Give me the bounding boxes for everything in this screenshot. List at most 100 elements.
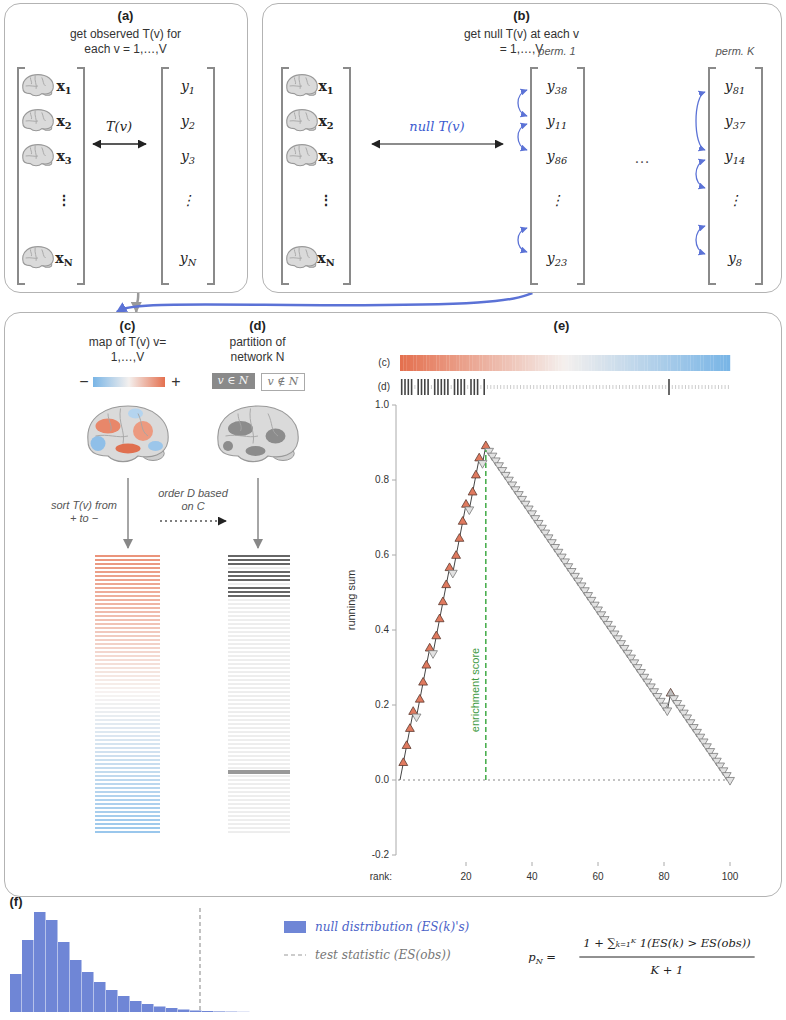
- network-membership: [228, 575, 290, 577]
- legend-line: [284, 954, 306, 955]
- miss-tick: [570, 385, 571, 389]
- rank-color: [509, 355, 513, 371]
- network-membership: [228, 752, 290, 753]
- null-histogram-bar: [118, 996, 130, 1012]
- miss-tick: [593, 385, 594, 389]
- subscript: 2: [327, 120, 334, 131]
- network-membership: [228, 756, 290, 757]
- miss-tick: [487, 385, 488, 389]
- miss-tick: [573, 385, 574, 389]
- network-membership: [228, 828, 290, 829]
- sort-arrow: [127, 478, 129, 548]
- running-sum-line: [400, 446, 730, 780]
- drawing-part: [26, 146, 46, 159]
- miss-tick: [523, 385, 524, 389]
- network-membership: [228, 604, 290, 605]
- y-tick: [392, 405, 396, 406]
- rank-color: [549, 355, 553, 371]
- miss-tick: [642, 385, 643, 389]
- hit-tick: [668, 379, 670, 395]
- miss-tick: [629, 385, 630, 389]
- sorted-value: [95, 759, 160, 761]
- drawing-part: [226, 409, 279, 444]
- x-tick: [532, 862, 533, 866]
- miss-tick: [599, 385, 600, 389]
- network-membership: [228, 764, 290, 765]
- null-histogram-bar: [166, 1008, 178, 1012]
- drawing-part: [287, 110, 318, 131]
- running-sum-marker: [425, 643, 434, 651]
- hit-tick: [411, 379, 413, 395]
- null-association-arrow: [372, 143, 503, 144]
- permutation-swap: [696, 92, 705, 150]
- rank-color: [535, 355, 539, 371]
- tick-label: 0.0: [375, 774, 389, 786]
- hit-tick: [417, 379, 419, 395]
- rank-color: [704, 355, 708, 371]
- rank-color: [585, 355, 589, 371]
- permutation-swap: [696, 160, 705, 188]
- rank-color: [694, 355, 698, 371]
- vector-entry: y86: [547, 148, 567, 165]
- network-membership: [228, 748, 290, 749]
- subscript: 3: [327, 155, 334, 166]
- formula: K + 1: [651, 964, 684, 978]
- drawing-part: [287, 145, 318, 166]
- rank-color: [618, 355, 622, 371]
- hit-tick: [404, 379, 406, 395]
- key-text: v ∉ N: [268, 375, 299, 389]
- network-membership: [228, 684, 290, 685]
- subscript: 1: [65, 85, 72, 96]
- network-membership: [228, 724, 290, 725]
- network-membership: [228, 808, 290, 809]
- miss-tick: [619, 385, 620, 389]
- vector-entry: ⋮: [728, 192, 742, 209]
- network-membership: [228, 632, 290, 633]
- vector-entry: y23: [547, 250, 567, 267]
- miss-tick: [708, 385, 709, 389]
- drawing-part: [26, 248, 46, 261]
- miss-tick: [695, 385, 696, 389]
- null-histogram-bar: [238, 1011, 250, 1012]
- rank-color: [433, 355, 437, 371]
- rank-color: [400, 355, 404, 371]
- colorbar-end: +: [171, 372, 180, 391]
- null-histogram-bar: [10, 974, 22, 1012]
- miss-tick: [662, 385, 663, 389]
- drawing-part: [88, 406, 168, 462]
- drawing-part: [133, 421, 153, 441]
- sorted-value: [95, 647, 160, 649]
- miss-tick: [537, 385, 538, 389]
- miss-tick: [527, 385, 528, 389]
- miss-tick: [490, 385, 491, 389]
- network-membership: [228, 656, 290, 657]
- brain-icon: [23, 145, 54, 166]
- drawing-part: [287, 247, 318, 268]
- sorted-value: [95, 643, 160, 645]
- network-membership: [228, 628, 290, 629]
- rank-color: [641, 355, 645, 371]
- miss-tick: [636, 385, 637, 389]
- network-membership: [228, 680, 290, 681]
- running-sum-marker: [663, 708, 672, 716]
- symbol: x: [318, 78, 326, 94]
- rank-color: [605, 355, 609, 371]
- y-tick: [392, 855, 396, 856]
- miss-tick: [632, 385, 633, 389]
- rank-color: [483, 355, 487, 371]
- colorbar-end: −: [79, 372, 88, 391]
- rank-color: [615, 355, 619, 371]
- subscript: 3: [65, 155, 72, 166]
- vector-entry: y8: [728, 250, 742, 267]
- drawing-part: [287, 247, 318, 268]
- vector-bracket: [18, 68, 84, 284]
- tick-label: 20: [460, 871, 471, 883]
- subscript: 14: [733, 155, 745, 166]
- rank-color: [667, 355, 671, 371]
- sort-note: sort T(v) from + to −: [48, 499, 120, 525]
- miss-tick: [702, 385, 703, 389]
- rank-color: [562, 355, 566, 371]
- network-membership: [228, 784, 290, 785]
- sorted-value: [95, 743, 160, 745]
- matrix-row-label: x1: [318, 78, 333, 95]
